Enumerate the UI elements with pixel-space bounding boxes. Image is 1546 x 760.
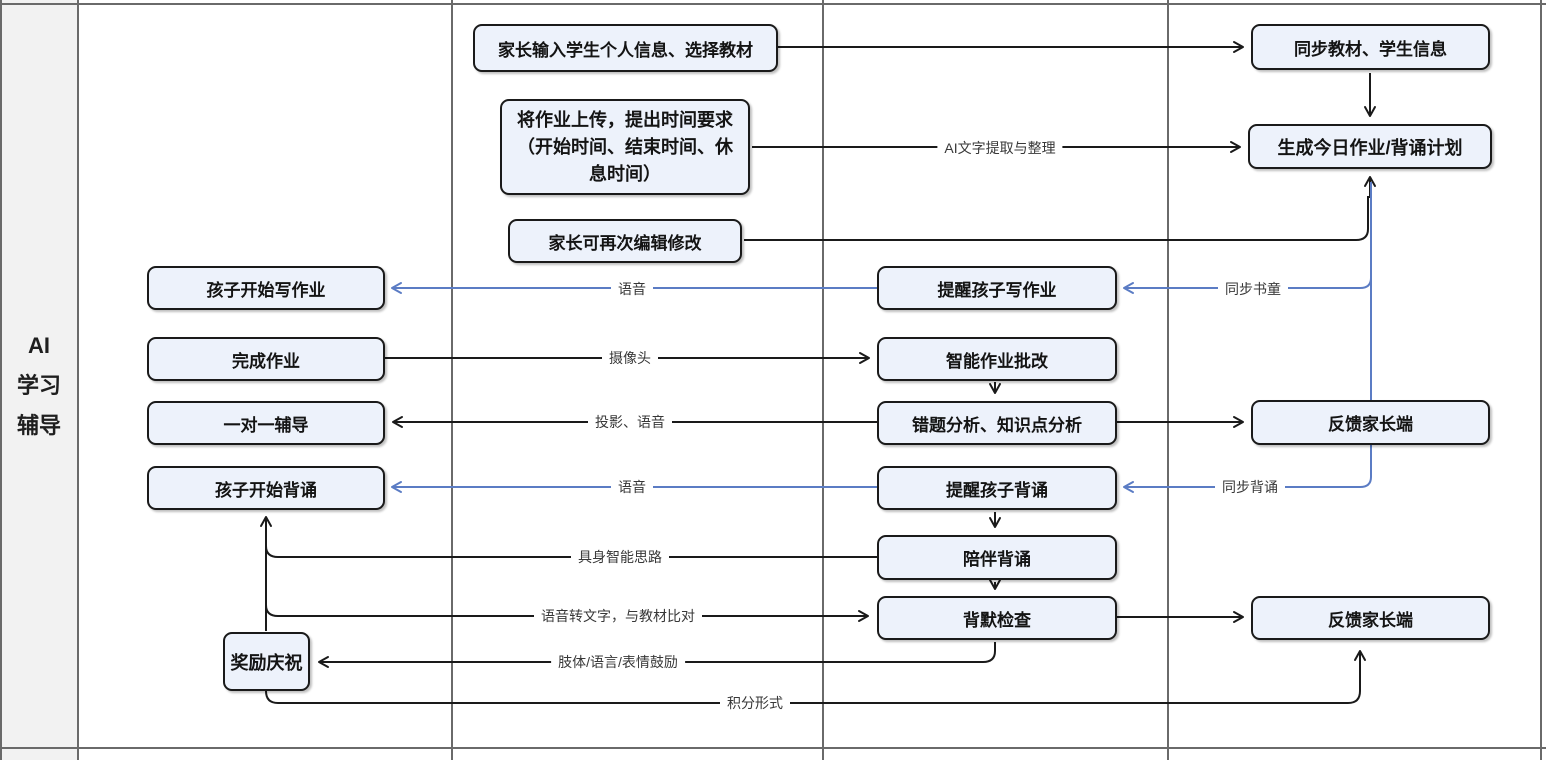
edge-embodied-ai-line xyxy=(265,545,877,558)
edge-label-voice-2: 语音 xyxy=(611,477,653,497)
lane-title-line1: AI xyxy=(28,333,50,358)
node-sync-textbook[interactable]: 同步教材、学生信息 xyxy=(1251,24,1490,70)
edge-recite-check-to-reward xyxy=(318,642,996,668)
node-accompany-recite[interactable]: 陪伴背诵 xyxy=(877,535,1117,580)
edge-reward-to-feedback-2 xyxy=(265,650,1366,704)
node-reward-celebrate[interactable]: 奖励庆祝 xyxy=(223,632,310,691)
lane-border-left xyxy=(0,0,2,760)
edge-label-sync-shutong: 同步书童 xyxy=(1218,279,1288,299)
lane-divider-4 xyxy=(1167,0,1169,760)
node-parent-edit[interactable]: 家长可再次编辑修改 xyxy=(508,219,742,263)
edge-label-projection-voice: 投影、语音 xyxy=(588,412,672,432)
node-recite-check[interactable]: 背默检查 xyxy=(877,596,1117,640)
lane-title-line3: 辅导 xyxy=(16,413,61,438)
row-border-top xyxy=(0,3,1546,5)
lane-title: AI 学习 辅导 xyxy=(0,326,78,446)
edge-voice-to-text-to-recite-check xyxy=(265,604,869,622)
node-remind-homework[interactable]: 提醒孩子写作业 xyxy=(877,266,1117,310)
node-error-analysis[interactable]: 错题分析、知识点分析 xyxy=(877,401,1117,445)
node-generate-plan[interactable]: 生成今日作业/背诵计划 xyxy=(1248,124,1492,169)
edge-label-points-form: 积分形式 xyxy=(720,693,790,713)
node-finish-homework[interactable]: 完成作业 xyxy=(147,337,385,381)
edge-label-voice-to-text: 语音转文字，与教材比对 xyxy=(534,606,702,626)
lane-divider-3 xyxy=(822,0,824,760)
lane-title-line2: 学习 xyxy=(16,373,61,398)
node-child-start-homework[interactable]: 孩子开始写作业 xyxy=(147,266,385,310)
edge-label-sync-recite: 同步背诵 xyxy=(1215,477,1285,497)
edge-label-voice-1: 语音 xyxy=(611,279,653,299)
edge-blue-trunk-to-remind-recite xyxy=(1123,182,1372,493)
node-parent-input[interactable]: 家长输入学生个人信息、选择教材 xyxy=(473,24,778,72)
edge-label-camera: 摄像头 xyxy=(602,348,658,368)
lane-divider-2 xyxy=(451,0,453,760)
lane-divider-1 xyxy=(77,0,79,760)
node-child-start-recite[interactable]: 孩子开始背诵 xyxy=(147,466,385,510)
node-smart-grading[interactable]: 智能作业批改 xyxy=(877,337,1117,381)
edge-label-ai-text-extract: AI文字提取与整理 xyxy=(937,138,1063,158)
lane-border-right xyxy=(1540,0,1542,760)
node-feedback-parent-2[interactable]: 反馈家长端 xyxy=(1251,596,1490,640)
edge-blue-branch-to-remind-homework xyxy=(1123,277,1372,294)
row-border-bottom xyxy=(0,747,1546,749)
edge-label-embodied-ai: 具身智能思路 xyxy=(571,547,669,567)
node-feedback-parent-1[interactable]: 反馈家长端 xyxy=(1251,400,1490,445)
node-homework-upload[interactable]: 将作业上传，提出时间要求 （开始时间、结束时间、休 息时间） xyxy=(500,99,750,195)
edge-parent-edit-line xyxy=(744,196,1369,241)
node-remind-recite[interactable]: 提醒孩子背诵 xyxy=(877,466,1117,510)
node-one-on-one-tutoring[interactable]: 一对一辅导 xyxy=(147,401,385,445)
edge-label-gesture-encourage: 肢体/语言/表情鼓励 xyxy=(551,652,685,672)
lane-header-background xyxy=(0,0,78,760)
